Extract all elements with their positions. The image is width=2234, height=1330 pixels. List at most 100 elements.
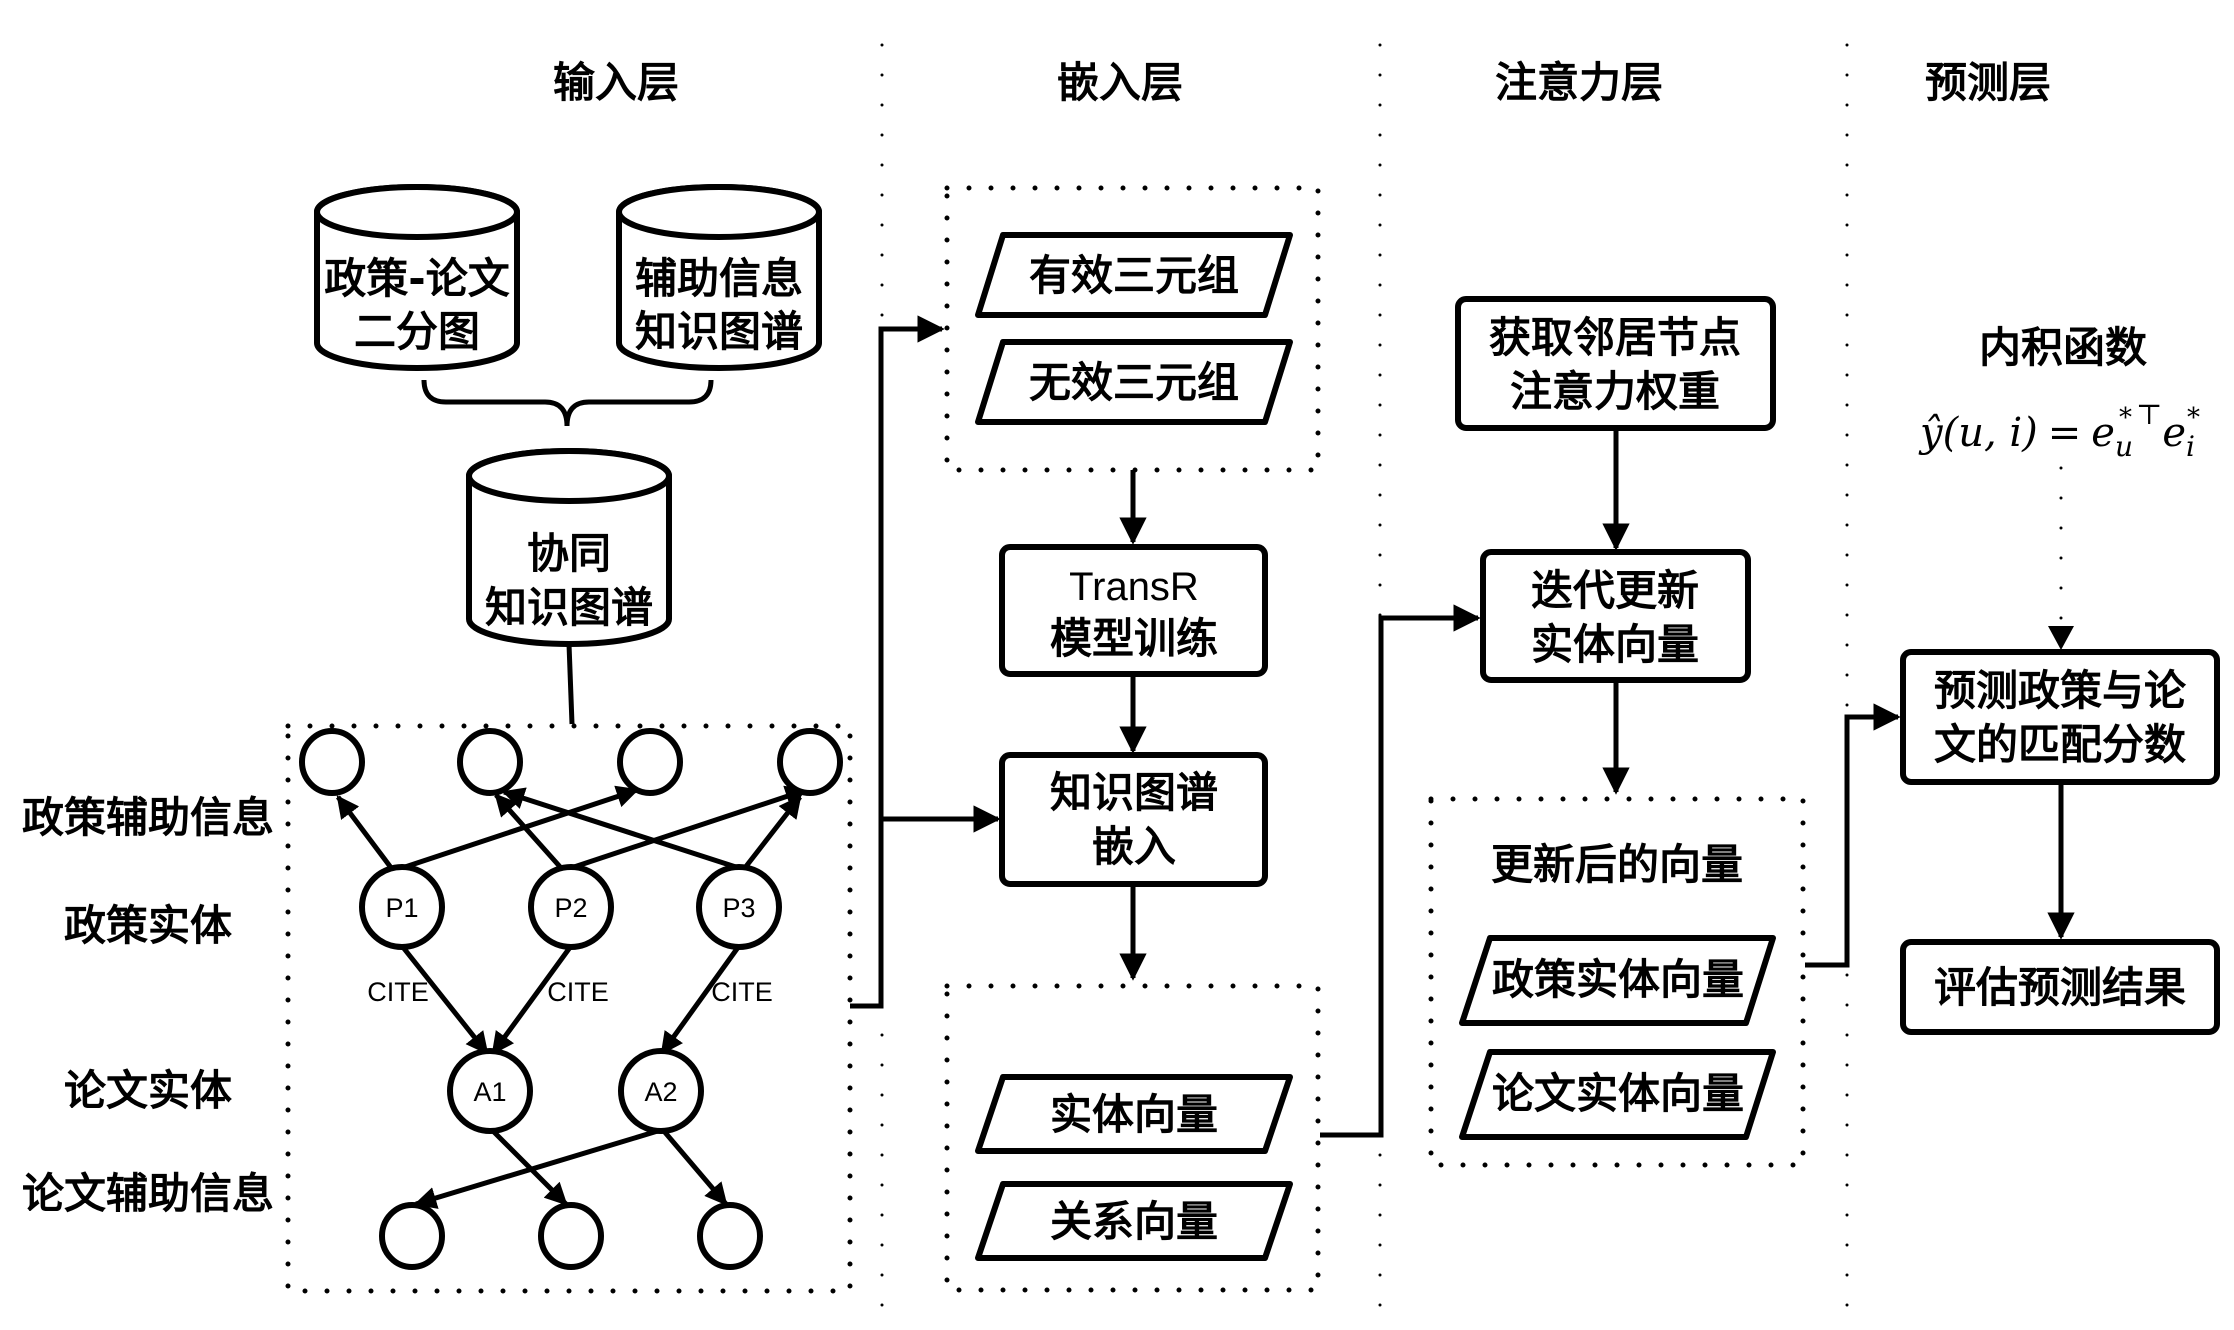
evaluate-result-label: 评估预测结果: [1934, 963, 2186, 1012]
triples-dotted-box: [944, 185, 1321, 473]
graph-node: [777, 728, 843, 796]
iterative-update-box: 迭代更新 实体向量: [1480, 549, 1751, 683]
policy-aux-nodes: [299, 728, 843, 796]
attention-weight-label-line1: 获取邻居节点: [1489, 313, 1741, 362]
paper-aux-nodes: [379, 1202, 763, 1270]
graph-node: [299, 728, 365, 796]
graph-node: [379, 1202, 445, 1270]
cylinder-aux-kg: 辅助信息 知识图谱: [616, 184, 822, 371]
graph-edges: [336, 785, 809, 1209]
cylinder-collaborative-kg: 协同 知识图谱: [466, 448, 672, 647]
cite-label: CITE: [367, 977, 429, 1007]
formula-equals: =: [2048, 410, 2082, 456]
formula-sup-star: *: [2187, 403, 2200, 433]
column-header-embedding: 嵌入层: [1057, 58, 1183, 107]
transr-label: TransR: [1069, 565, 1199, 609]
paper-entity-vectors-label: 论文实体向量: [1492, 1069, 1744, 1118]
kg-embedding-label-line2: 嵌入: [1092, 822, 1176, 871]
edge: [413, 1127, 662, 1209]
graph-node: [538, 1202, 604, 1270]
inner-product-formula: ŷ(u, i)=eu*⊤ei*: [1918, 398, 2200, 463]
row-label-policy-entity: 政策实体: [64, 901, 232, 950]
formula-sub-u: u: [2115, 430, 2133, 463]
cite-label: CITE: [547, 977, 609, 1007]
policy-node: [359, 864, 445, 950]
cylinder-label-line2: 二分图: [354, 307, 480, 356]
cylinder-label-line1: 政策-论文: [324, 254, 509, 303]
transr-training-box: TransR 模型训练: [999, 544, 1268, 677]
kg-embedding-box: 知识图谱 嵌入: [999, 752, 1268, 887]
graph-node: [697, 1202, 763, 1270]
row-label-paper-aux: 论文辅助信息: [22, 1169, 274, 1218]
cite-label: CITE: [711, 977, 773, 1007]
vectors-dotted-box: [944, 983, 1321, 1293]
merge-brace: [421, 379, 714, 427]
inner-product-title: 内积函数: [1979, 323, 2147, 372]
graph-node: [457, 728, 523, 796]
predict-score-label-line2: 文的匹配分数: [1934, 720, 2186, 769]
entity-vectors-label: 实体向量: [1050, 1090, 1218, 1139]
kg-embedding-label-line1: 知识图谱: [1050, 768, 1218, 817]
predict-score-box: 预测政策与论 文的匹配分数: [1900, 649, 2220, 785]
cite-edge: [490, 944, 574, 1055]
edge: [490, 1128, 568, 1206]
edge: [742, 795, 802, 871]
paper-node-label: A2: [644, 1077, 677, 1107]
formula-lhs: ŷ(u, i): [1918, 410, 2038, 456]
cylinder-label-line1: 辅助信息: [635, 254, 803, 303]
parallelogram-entity-vectors: 实体向量: [975, 1074, 1293, 1154]
graph-node: [617, 728, 683, 796]
updated-vectors-title: 更新后的向量: [1491, 840, 1743, 889]
row-label-paper-entity: 论文实体: [64, 1066, 232, 1115]
updated-vectors-dotted-box: [1428, 796, 1806, 1168]
policy-node-label: P2: [554, 893, 587, 923]
cylinder-label-line2: 知识图谱: [485, 583, 653, 632]
cylinder-label-line2: 知识图谱: [635, 307, 803, 356]
cite-labels: CITE CITE CITE: [367, 977, 773, 1007]
connector-line: [566, 643, 575, 725]
parallelogram-invalid-triples: 无效三元组: [975, 339, 1293, 425]
attention-weight-label-line2: 注意力权重: [1510, 367, 1720, 416]
flow-arrow-to-predict: [1805, 703, 1901, 968]
invalid-triples-label: 无效三元组: [1029, 358, 1239, 407]
parallelogram-policy-entity-vectors: 政策实体向量: [1459, 935, 1776, 1026]
model-training-label: 模型训练: [1050, 614, 1218, 663]
policy-node: [528, 864, 614, 950]
arrow-head: [2048, 626, 2074, 650]
policy-node-label: P3: [722, 893, 755, 923]
paper-node: [447, 1048, 533, 1134]
column-header-prediction: 预测层: [1925, 58, 2051, 107]
formula-sup-star: *: [2119, 403, 2132, 433]
formula-transpose: ⊤: [2136, 398, 2162, 431]
flow-arrow-to-update: [1320, 604, 1481, 1138]
parallelogram-valid-triples: 有效三元组: [975, 232, 1293, 318]
paper-node-label: A1: [473, 1077, 506, 1107]
edge: [501, 787, 740, 871]
cylinder-label-line1: 协同: [527, 529, 611, 578]
relation-vectors-label: 关系向量: [1050, 1197, 1218, 1246]
graph-dotted-box: [285, 723, 853, 1294]
cite-edge: [659, 944, 742, 1055]
policy-nodes: P1 P2 P3: [359, 864, 782, 950]
cite-edge: [400, 944, 489, 1055]
paper-node: [618, 1048, 704, 1134]
predict-score-label-line1: 预测政策与论: [1934, 666, 2187, 715]
attention-weight-box: 获取邻居节点 注意力权重: [1455, 296, 1776, 431]
paper-nodes: A1 A2: [447, 1048, 704, 1134]
evaluate-result-box: 评估预测结果: [1900, 939, 2220, 1035]
update-label-line2: 实体向量: [1531, 620, 1699, 669]
edge: [336, 795, 394, 871]
policy-entity-vectors-label: 政策实体向量: [1492, 955, 1744, 1004]
column-header-input: 输入层: [553, 58, 679, 107]
parallelogram-relation-vectors: 关系向量: [975, 1181, 1293, 1261]
formula-e-u: e: [2091, 410, 2115, 456]
formula-sub-i: i: [2186, 430, 2195, 463]
row-label-policy-aux: 政策辅助信息: [22, 793, 274, 842]
update-label-line1: 迭代更新: [1531, 566, 1699, 615]
parallelogram-paper-entity-vectors: 论文实体向量: [1459, 1049, 1776, 1140]
valid-triples-label: 有效三元组: [1029, 251, 1239, 300]
column-header-attention: 注意力层: [1495, 58, 1663, 107]
policy-node-label: P1: [385, 893, 418, 923]
flow-arrow-to-triples: [850, 315, 945, 1009]
